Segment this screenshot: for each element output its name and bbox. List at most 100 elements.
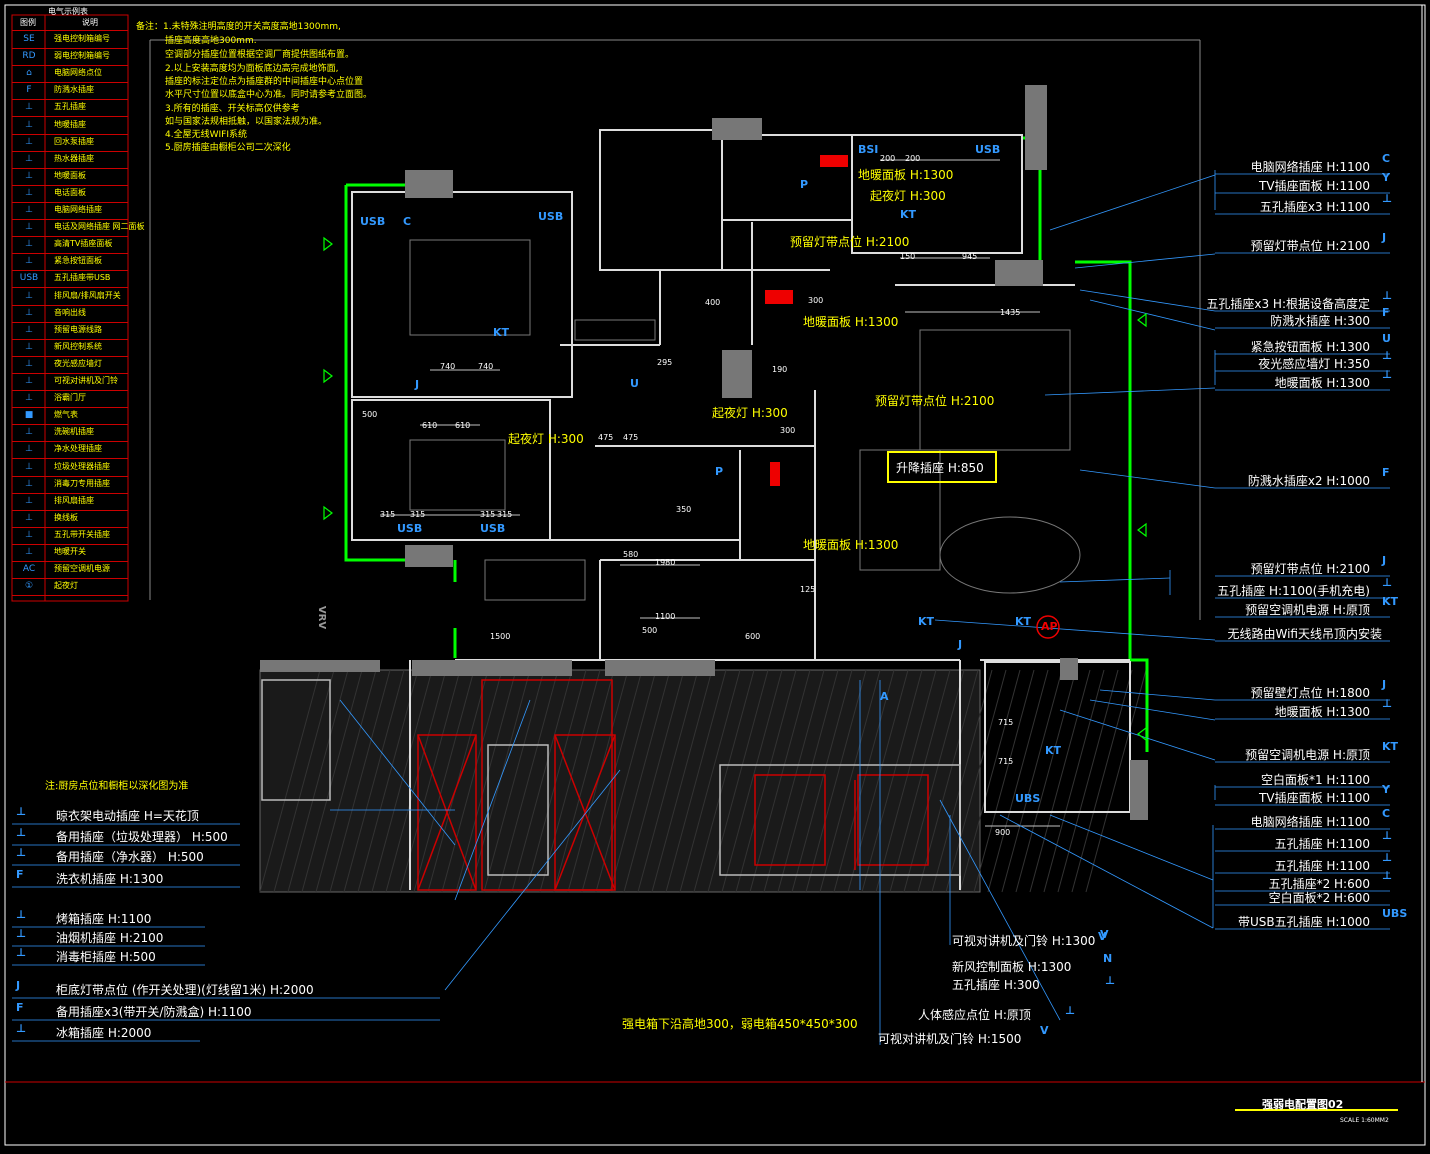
- right-callout-icon: F: [1382, 466, 1390, 479]
- symbol-tag: VRV: [316, 605, 328, 630]
- legend-row: ⊥洗碗机插座: [12, 424, 128, 443]
- legend-row: ⊥电话面板: [12, 185, 128, 203]
- right-callout-text: 预留空调机电源 H:原顶: [1245, 748, 1370, 762]
- legend-row: ⊥排风扇插座: [12, 493, 128, 511]
- legend-label: 紧急按钮面板: [54, 256, 102, 266]
- dimension-label: 315: [380, 510, 396, 519]
- right-callout-icon: U: [1382, 332, 1391, 345]
- dimension-label: 580: [623, 550, 639, 559]
- room-label: 起夜灯 H:300: [712, 406, 788, 420]
- left-callout-text: 冰箱插座 H:2000: [56, 1026, 152, 1040]
- right-callout-icon: ⊥: [1382, 368, 1393, 381]
- left-callout-text: 油烟机插座 H:2100: [56, 931, 164, 945]
- dimension-label: 300: [780, 426, 796, 435]
- left-callout-icon: F: [16, 1001, 24, 1014]
- right-callout-text: 电脑网络插座 H:1100: [1250, 160, 1370, 174]
- legend-label: 可视对讲机及门铃: [54, 376, 118, 385]
- legend-row: ⊥净水处理插座: [12, 441, 128, 460]
- legend-row: ⊥紧急按钮面板: [12, 253, 128, 272]
- legend-row: ⊥垃圾处理器插座: [12, 459, 128, 477]
- dimension-label: 600: [745, 632, 761, 641]
- legend-label: 五孔带开关插座: [54, 529, 110, 539]
- dimension-label: 315: [410, 510, 426, 519]
- dimension-label: 500: [642, 626, 658, 635]
- dimension-label: 350: [676, 505, 692, 514]
- right-callout-text: 预留壁灯点位 H:1800: [1250, 686, 1370, 700]
- right-callout-icon: J: [1382, 678, 1387, 691]
- legend-label: 弱电控制箱编号: [54, 51, 110, 61]
- leader-line: [1089, 299, 1216, 331]
- right-callout-text: 五孔插座*2 H:600: [1268, 877, 1370, 891]
- legend-label: 浴霸门厅: [54, 393, 86, 403]
- right-callout-icon: C: [1382, 152, 1391, 165]
- legend-label: 地暖插座: [54, 119, 86, 129]
- legend-row: ⊥电话及网络插座 网二面板: [12, 219, 145, 238]
- legend-symbol-icon: SE: [23, 34, 35, 44]
- symbol-tag: P: [800, 178, 809, 191]
- legend-row: ⊥消毒刀专用插座: [12, 476, 128, 494]
- left-callout-icon: ⊥: [16, 826, 27, 839]
- leader-line: [934, 619, 1216, 641]
- legend-label: 净水处理插座: [54, 444, 102, 454]
- left-callout-icon: ⊥: [16, 1022, 27, 1035]
- symbol-tag: A: [880, 690, 889, 703]
- right-callout-text: 空白面板*2 H:600: [1268, 891, 1370, 905]
- legend-row: ⊥可视对讲机及门铃: [12, 373, 128, 391]
- legend-label: 高清TV插座面板: [54, 239, 113, 249]
- right-callout-icon: KT: [1382, 595, 1399, 608]
- symbol-tag: KT: [1045, 744, 1062, 757]
- legend-row: ⊥新风控制系统: [12, 339, 128, 357]
- fresh-air-icon: N: [1103, 952, 1113, 965]
- legend-row: ⊥电脑网络插座: [12, 202, 128, 220]
- legend-header-desc: 说明: [82, 18, 98, 27]
- note-line: 3.所有的插座、开关标高仅供参考: [165, 104, 300, 114]
- leader-line: [1049, 174, 1216, 231]
- right-callout-text: 防溅水插座 H:300: [1270, 314, 1370, 328]
- dimension-label: 315: [480, 510, 496, 519]
- right-callout-icon: J: [1382, 554, 1387, 567]
- legend-symbol-icon: ⊥: [25, 222, 33, 233]
- left-callout-icon: ⊥: [16, 846, 27, 859]
- legend-symbol-icon: ⊥: [25, 119, 33, 130]
- dimension-label: 715: [998, 757, 1014, 766]
- dimension-label: 475: [598, 433, 614, 442]
- dimension-label: 1435: [1000, 308, 1021, 317]
- socket-300-callout: 五孔插座 H:300: [952, 978, 1040, 992]
- intercom-callout-2: 可视对讲机及门铃 H:1500: [878, 1032, 1022, 1046]
- right-callout-text: 电脑网络插座 H:1100: [1250, 815, 1370, 829]
- room-label: 地暖面板 H:1300: [803, 315, 899, 329]
- dimension-label: 150: [900, 252, 916, 261]
- legend-label: 洗碗机插座: [54, 427, 94, 437]
- leader-line: [1049, 814, 1214, 881]
- legend-symbol-icon: ⊥: [25, 529, 33, 540]
- leader-line: [1059, 709, 1216, 761]
- note-line: 2.以上安装高度均为面板底边高完成地饰面,: [165, 64, 339, 74]
- right-callout-icon: ⊥: [1382, 829, 1393, 842]
- socket-icon: ⊥: [1105, 974, 1116, 987]
- legend-row: ■燃气表: [12, 407, 128, 426]
- legend-row: ⊥热水器插座: [12, 151, 128, 169]
- left-callout-text: 柜底灯带点位 (作开关处理)(灯线留1米) H:2000: [56, 983, 314, 997]
- symbol-tag: BSI: [858, 143, 879, 156]
- legend-label: 电脑网络点位: [54, 68, 102, 78]
- legend-label: 起夜灯: [54, 581, 78, 591]
- right-callout-text: 五孔插座 H:1100: [1274, 859, 1370, 873]
- left-callout-text: 晾衣架电动插座 H=天花顶: [56, 809, 199, 823]
- leader-lines: [12, 170, 1390, 1045]
- right-callout-text: 无线路由Wifi天线吊顶内安装: [1227, 627, 1383, 641]
- right-callout-text: 预留空调机电源 H:原顶: [1245, 603, 1370, 617]
- left-callout-text: 洗衣机插座 H:1300: [56, 872, 164, 886]
- intercom-icon: V: [1100, 928, 1109, 941]
- right-callout-icon: Y: [1382, 783, 1390, 796]
- dimension-label: 125: [800, 585, 816, 594]
- legend-row: ⊥ 五孔带开关插座: [12, 527, 128, 545]
- dimension-label: 190: [772, 365, 788, 374]
- room-label: 起夜灯 H:300: [508, 432, 584, 446]
- legend-header-symbol: 图例: [20, 18, 36, 27]
- dimension-label: 740: [478, 362, 494, 371]
- left-callout-text: 备用插座（净水器） H:500: [56, 850, 204, 864]
- dimension-label: 400: [705, 298, 721, 307]
